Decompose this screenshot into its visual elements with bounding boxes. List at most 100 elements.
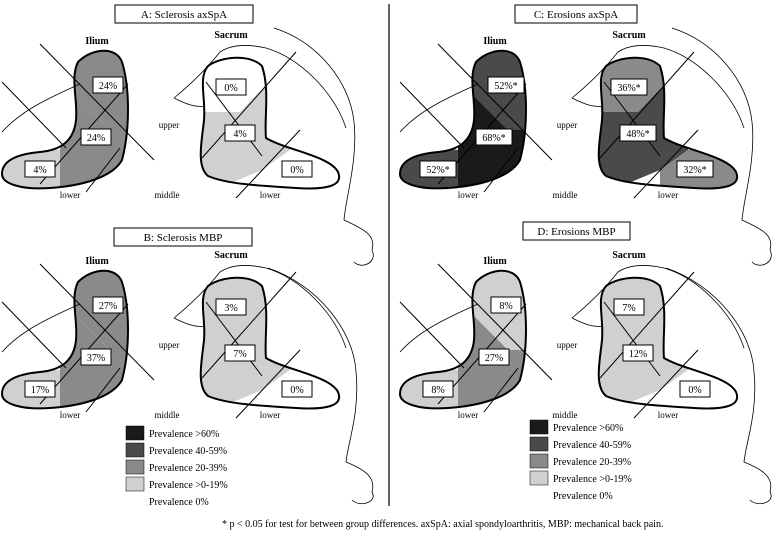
middle-label: middle bbox=[155, 190, 180, 200]
ilium-lower-value: 8% bbox=[431, 385, 444, 396]
sacrum-lower-value: 32%* bbox=[683, 165, 706, 176]
ilium-upper-value: 52%* bbox=[494, 81, 517, 92]
upper-label: upper bbox=[557, 340, 578, 350]
legend-swatch bbox=[530, 488, 548, 502]
legend-swatch bbox=[126, 494, 144, 508]
panel-title: D: Erosions MBP bbox=[537, 226, 615, 238]
divider-line bbox=[235, 349, 301, 419]
sacrum-lower-value: 0% bbox=[290, 385, 303, 396]
divider-line bbox=[85, 367, 121, 413]
ilium bbox=[398, 263, 553, 413]
sacrum bbox=[571, 264, 745, 419]
sacrum-lower-label: lower bbox=[658, 410, 679, 420]
sacrum-outline bbox=[199, 56, 341, 190]
divider-line bbox=[1, 81, 67, 149]
divider-line bbox=[201, 271, 297, 379]
ilium-contour bbox=[1, 303, 81, 353]
ilium-upper-value: 8% bbox=[499, 301, 512, 312]
ilium-upper-value-box bbox=[487, 76, 525, 94]
upper-label: upper bbox=[557, 120, 578, 130]
divider-line bbox=[235, 129, 301, 199]
divider-line bbox=[39, 263, 155, 381]
sacrum-label: Sacrum bbox=[214, 30, 248, 41]
divider-line bbox=[39, 43, 155, 161]
divider-line bbox=[603, 301, 661, 377]
sacrum-lower-label: lower bbox=[260, 190, 281, 200]
sacrum-lower-value-box bbox=[281, 380, 313, 398]
legend-label: Prevalence >0-19% bbox=[553, 474, 632, 485]
divider-line bbox=[633, 349, 699, 419]
divider-line bbox=[483, 147, 519, 193]
upper-label: upper bbox=[159, 120, 180, 130]
sacrum-middle-value: 7% bbox=[233, 349, 246, 360]
ilium-lower-value-box bbox=[24, 380, 56, 398]
spine-contour bbox=[267, 267, 374, 505]
divider-line bbox=[399, 81, 465, 149]
ilium-label: Ilium bbox=[483, 36, 507, 47]
middle-label: middle bbox=[553, 410, 578, 420]
legend-swatch bbox=[125, 476, 145, 492]
legend-swatch bbox=[529, 419, 549, 435]
panel-title: A: Sclerosis axSpA bbox=[141, 9, 227, 21]
ilium-lower-label: lower bbox=[60, 190, 81, 200]
sacrum-upper-value: 0% bbox=[224, 83, 237, 94]
sacrum bbox=[571, 44, 745, 199]
middle-label: middle bbox=[553, 190, 578, 200]
legend-swatch bbox=[125, 425, 145, 441]
spine-contour bbox=[273, 27, 374, 266]
sacrum-lower-value-box bbox=[679, 380, 711, 398]
upper-label: upper bbox=[159, 340, 180, 350]
divider-line bbox=[205, 301, 263, 377]
ilium-contour bbox=[399, 303, 479, 353]
panel-title-box bbox=[114, 4, 254, 24]
ilium-upper-value: 27% bbox=[99, 301, 117, 312]
divider-line bbox=[633, 129, 699, 199]
panel-1: A: Sclerosis axSpA Ilium Sacrum upper middle… bbox=[0, 4, 347, 200]
panel-4: D: Erosions MBPIliumSacrumuppermiddlelow… bbox=[398, 221, 745, 420]
ilium-lower-value-box bbox=[422, 380, 454, 398]
divider-line bbox=[399, 301, 465, 369]
sacrum bbox=[173, 264, 347, 419]
legend-label: Prevalence >0-19% bbox=[149, 480, 228, 491]
sacrum-label: Sacrum bbox=[612, 30, 646, 41]
divider-line bbox=[1, 301, 67, 369]
ilium-upper-value-box bbox=[92, 76, 124, 94]
sacrum-contour bbox=[571, 97, 605, 107]
ilium-label: Ilium bbox=[85, 36, 109, 47]
sacrum-outline bbox=[597, 56, 739, 190]
sacrum-upper-value: 3% bbox=[224, 303, 237, 314]
divider-line bbox=[85, 147, 121, 193]
legend-label: Prevalence 0% bbox=[553, 491, 613, 502]
sacrum-middle-value: 4% bbox=[233, 129, 246, 140]
divider-line bbox=[437, 43, 553, 161]
sacrum-contour bbox=[571, 44, 745, 129]
ilium-middle-value-box bbox=[475, 128, 513, 146]
sacrum-middle-value-box bbox=[224, 124, 256, 142]
ilium-upper-value-box bbox=[490, 296, 522, 314]
sacrum-outline bbox=[597, 276, 739, 410]
ilium-lower-value: 17% bbox=[31, 385, 49, 396]
ilium-label: Ilium bbox=[483, 256, 507, 267]
ilium-middle-value: 37% bbox=[87, 353, 105, 364]
sacrum-middle-value-box bbox=[619, 124, 657, 142]
ilium-outline bbox=[398, 49, 527, 190]
panel-3: C: Erosions axSpAIliumSacrumuppermiddlel… bbox=[398, 4, 745, 200]
ilium bbox=[0, 263, 155, 413]
legend-label: Prevalence 20-39% bbox=[553, 457, 631, 468]
legend-label: Prevalence >60% bbox=[149, 429, 219, 440]
sacrum-upper-value-box bbox=[610, 78, 648, 96]
ilium bbox=[0, 43, 155, 193]
sacrum-lower-label: lower bbox=[260, 410, 281, 420]
sacrum bbox=[173, 44, 347, 199]
spine-contour bbox=[665, 267, 772, 505]
sacrum-outline bbox=[199, 276, 341, 410]
sacrum-contour bbox=[173, 44, 347, 129]
ilium-middle-value: 27% bbox=[485, 353, 503, 364]
legend-label: Prevalence 40-59% bbox=[553, 440, 631, 451]
ilium-contour bbox=[1, 83, 81, 133]
sacrum-middle-value: 12% bbox=[629, 349, 647, 360]
panel-title: C: Erosions axSpA bbox=[534, 9, 618, 21]
panel-title: B: Sclerosis MBP bbox=[144, 232, 223, 244]
legend-label: Prevalence 20-39% bbox=[149, 463, 227, 474]
